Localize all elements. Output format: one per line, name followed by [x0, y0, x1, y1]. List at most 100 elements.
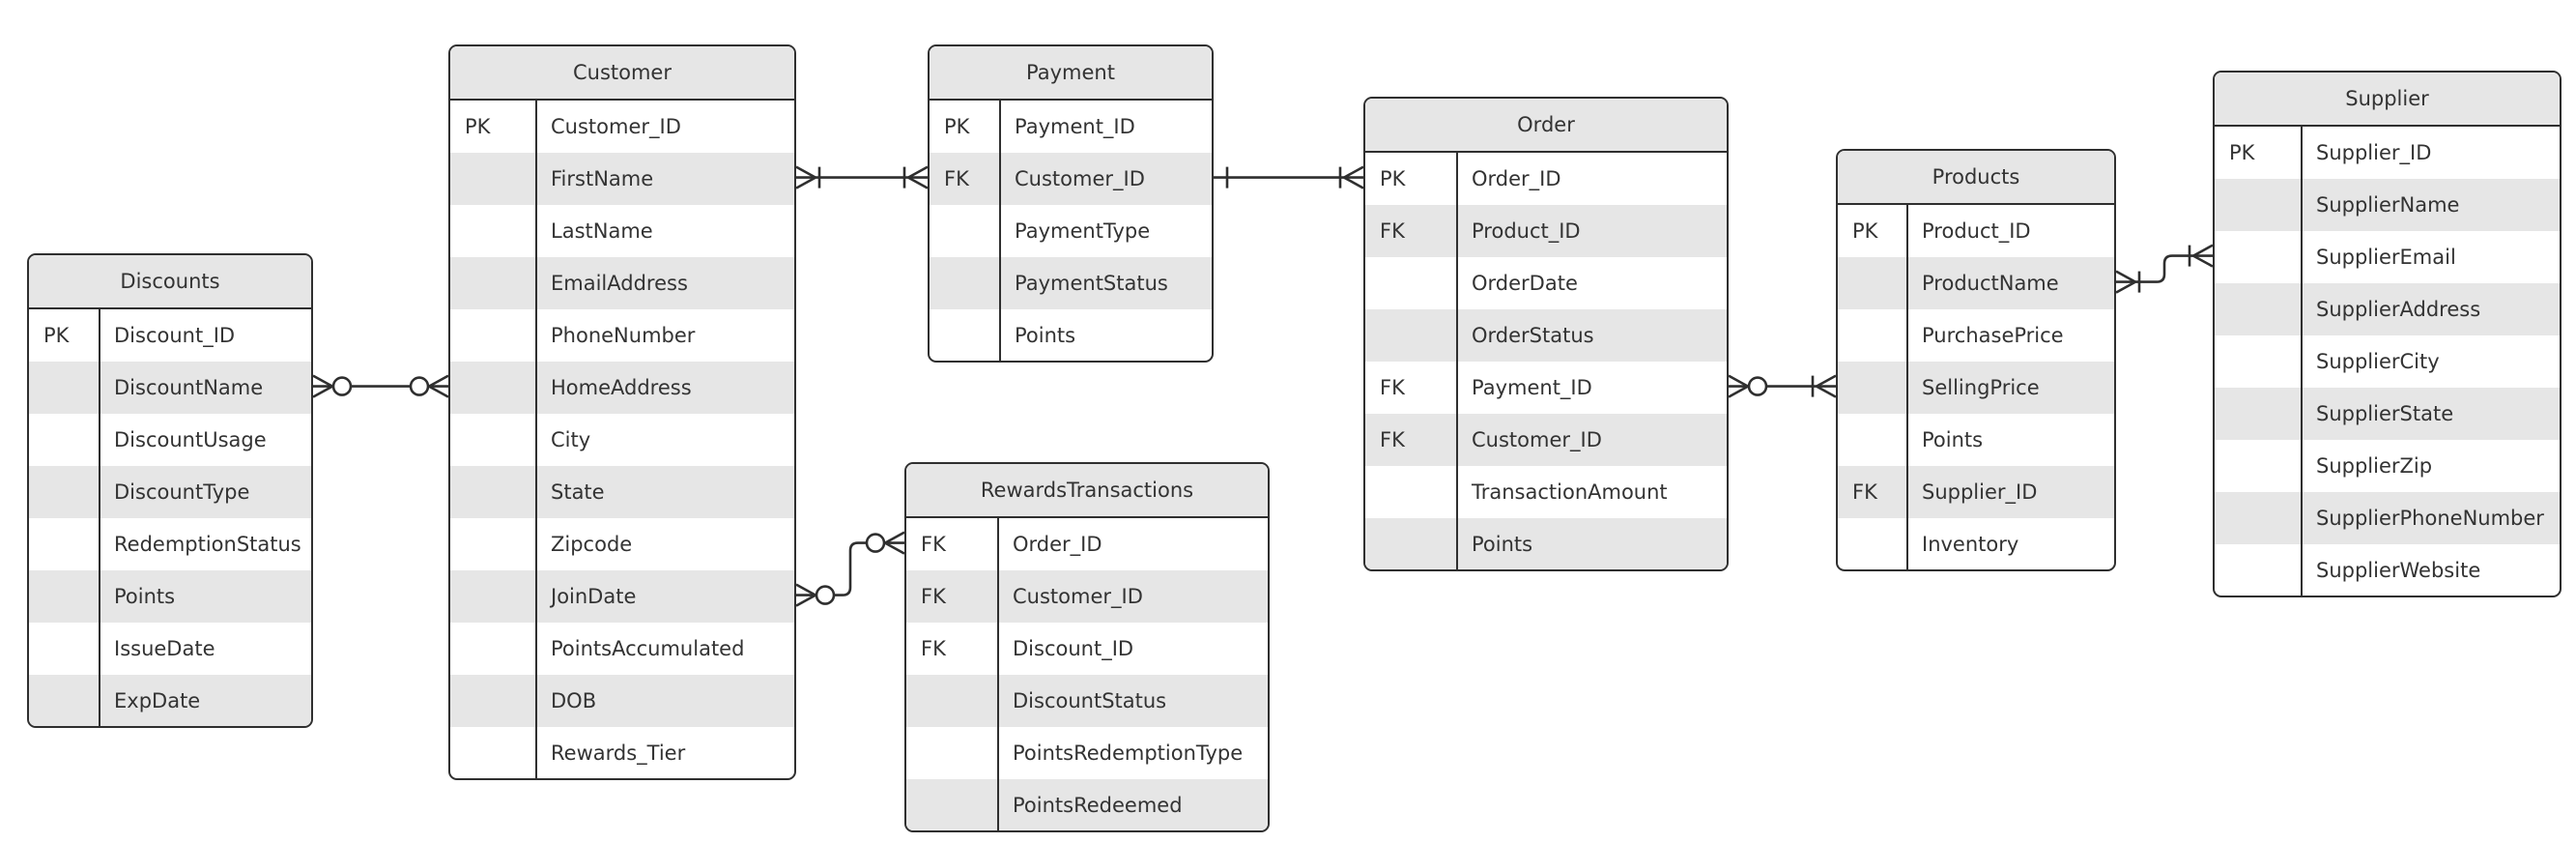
crowfoot-prong — [1728, 385, 1749, 398]
attribute-row[interactable]: Points — [29, 570, 311, 623]
crowfoot-prong — [907, 176, 929, 189]
attribute-row[interactable]: State — [450, 466, 794, 518]
attribute-row[interactable]: EmailAddress — [450, 257, 794, 309]
attribute-row[interactable]: SupplierWebsite — [2215, 544, 2560, 596]
crowfoot-prong — [312, 385, 333, 398]
attribute-row[interactable]: SupplierName — [2215, 179, 2560, 231]
attribute-name: TransactionAmount — [1472, 480, 1668, 504]
crowfoot-prong — [2192, 254, 2214, 268]
attribute-row[interactable]: Zipcode — [450, 518, 794, 570]
attribute-name: Points — [1922, 428, 1984, 451]
attribute-row[interactable]: DiscountStatus — [906, 675, 1268, 727]
attribute-row[interactable]: RedemptionStatus — [29, 518, 311, 570]
attribute-row[interactable]: DiscountType — [29, 466, 311, 518]
key-column-divider — [1905, 205, 1909, 570]
attribute-row[interactable]: ExpDate — [29, 675, 311, 727]
attribute-row[interactable]: Inventory — [1838, 518, 2114, 569]
key-type: PK — [944, 115, 970, 138]
attribute-name: OrderDate — [1472, 272, 1578, 295]
attribute-row[interactable]: DiscountUsage — [29, 414, 311, 466]
attribute-name: DiscountType — [114, 480, 250, 504]
attribute-row[interactable]: JoinDate — [450, 570, 794, 623]
key-column-divider — [534, 101, 538, 779]
attribute-name: Points — [114, 585, 176, 608]
attribute-row[interactable]: PhoneNumber — [450, 309, 794, 362]
relationship-payment-order — [1214, 165, 1364, 189]
zero-circle — [409, 376, 430, 396]
attribute-row[interactable]: SupplierZip — [2215, 440, 2560, 492]
zero-circle — [815, 585, 836, 605]
attribute-row[interactable]: LastName — [450, 205, 794, 257]
attribute-row[interactable]: SupplierEmail — [2215, 231, 2560, 283]
crowfoot-prong — [907, 165, 929, 179]
attribute-row[interactable]: OrderDate — [1365, 257, 1727, 309]
attribute-name: HomeAddress — [551, 376, 692, 399]
attribute-row[interactable]: OrderStatus — [1365, 309, 1727, 362]
attribute-name: Order_ID — [1013, 533, 1102, 556]
attribute-row[interactable]: FK Discount_ID — [906, 623, 1268, 675]
attribute-row[interactable]: PointsRedemptionType — [906, 727, 1268, 779]
attribute-row[interactable]: SellingPrice — [1838, 362, 2114, 414]
attribute-name: Order_ID — [1472, 167, 1561, 190]
attribute-row[interactable]: SupplierCity — [2215, 335, 2560, 388]
key-type: FK — [1380, 428, 1405, 451]
attribute-name: Points — [1472, 533, 1533, 556]
crowfoot-prong — [2115, 280, 2136, 294]
attribute-row[interactable]: TransactionAmount — [1365, 466, 1727, 518]
attribute-row[interactable]: FirstName — [450, 153, 794, 205]
attribute-name: Inventory — [1922, 533, 2019, 556]
attribute-row[interactable]: DOB — [450, 675, 794, 727]
attribute-row[interactable]: SupplierState — [2215, 388, 2560, 440]
attribute-name: SupplierState — [2316, 402, 2454, 425]
attribute-name: SupplierName — [2316, 193, 2460, 217]
attribute-name: Discount_ID — [1013, 637, 1134, 660]
attribute-row[interactable]: SupplierAddress — [2215, 283, 2560, 335]
attribute-row[interactable]: DiscountName — [29, 362, 311, 414]
crowfoot-prong — [1816, 374, 1837, 388]
attribute-row[interactable]: PaymentStatus — [930, 257, 1212, 309]
attribute-row[interactable]: PaymentType — [930, 205, 1212, 257]
entity-title: Order — [1365, 99, 1727, 153]
attribute-row[interactable]: PointsAccumulated — [450, 623, 794, 675]
attribute-row[interactable]: PointsRedeemed — [906, 779, 1268, 831]
attribute-name: Discount_ID — [114, 324, 236, 347]
attribute-row[interactable]: PurchasePrice — [1838, 309, 2114, 362]
attribute-name: Payment_ID — [1472, 376, 1592, 399]
key-type: FK — [921, 637, 946, 660]
attribute-row[interactable]: SupplierPhoneNumber — [2215, 492, 2560, 544]
attribute-row[interactable]: Rewards_Tier — [450, 727, 794, 778]
attribute-row[interactable]: IssueDate — [29, 623, 311, 675]
relationship-discounts-customer — [312, 374, 449, 398]
attribute-row[interactable]: ProductName — [1838, 257, 2114, 309]
attribute-row[interactable]: Points — [1838, 414, 2114, 466]
crowfoot-prong — [428, 374, 449, 388]
relationship-customer-payment — [795, 165, 929, 189]
attribute-row[interactable]: Points — [1365, 518, 1727, 570]
attribute-name: Customer_ID — [551, 115, 681, 138]
attribute-row[interactable]: City — [450, 414, 794, 466]
attribute-row[interactable]: Points — [930, 309, 1212, 361]
attribute-name: Points — [1015, 324, 1076, 347]
attribute-row[interactable]: HomeAddress — [450, 362, 794, 414]
